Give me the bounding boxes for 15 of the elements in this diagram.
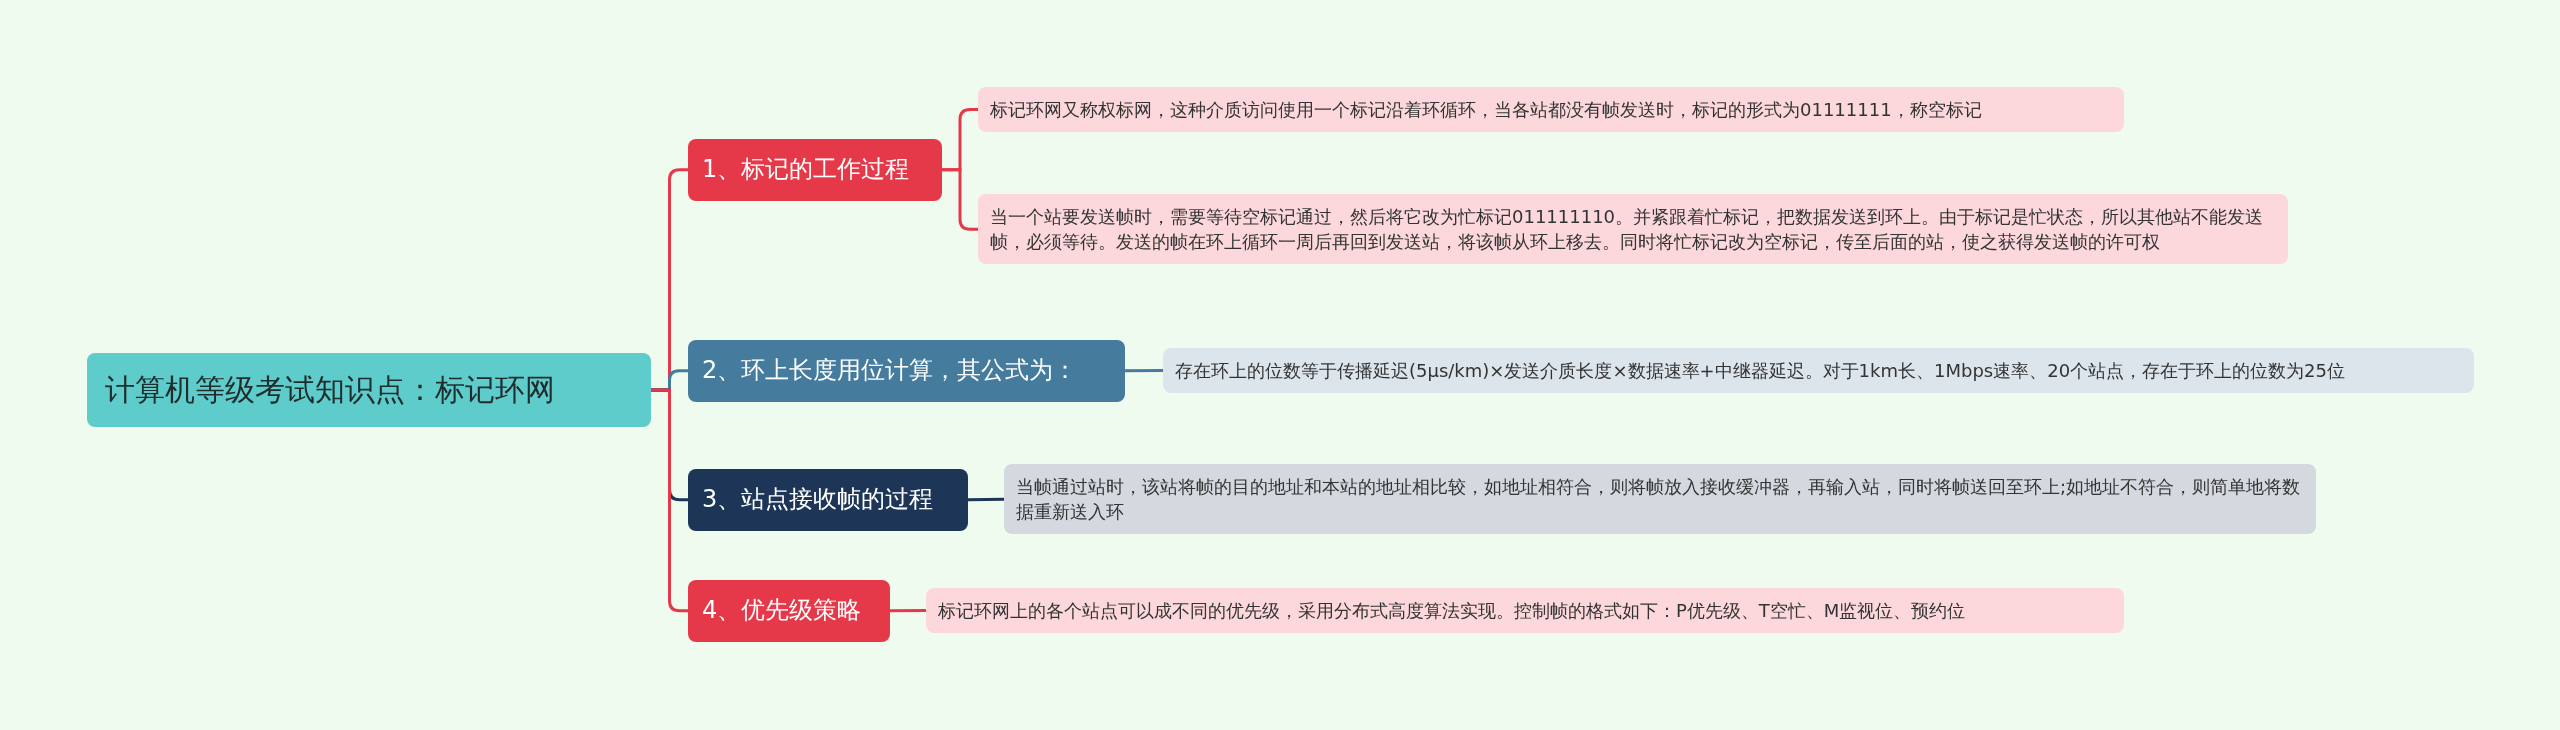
branch-topic: 1、标记的工作过程 bbox=[688, 139, 942, 201]
detail-note: 存在环上的位数等于传播延迟(5μs/km)×发送介质长度×数据速率+中继器延迟。对于1km长、1Mbps速率、20个站点，存在于环上的位数为25位 bbox=[1163, 348, 2474, 394]
branch-topic: 2、环上长度用位计算，其公式为： bbox=[688, 340, 1125, 402]
detail-note: 当帧通过站时，该站将帧的目的地址和本站的地址相比较，如地址相符合，则将帧放入接收缓冲器，再输入站，同时将帧送回至环上;如地址不符合，则简单地将数据重新送入环 bbox=[1004, 464, 2316, 535]
central-topic: 计算机等级考试知识点：标记环网 bbox=[87, 353, 651, 427]
connector-line bbox=[942, 168, 978, 231]
detail-note: 标记环网又称权标网，这种介质访问使用一个标记沿着环循环，当各站都没有帧发送时，标记的形式为01111111，称空标记 bbox=[978, 87, 2124, 133]
detail-note: 标记环网上的各个站点可以成不同的优先级，采用分布式高度算法实现。控制帧的格式如下：P优先级、T空忙、M监视位、预约位 bbox=[926, 588, 2124, 634]
branch-topic: 3、站点接收帧的过程 bbox=[688, 469, 968, 531]
branch-topic: 4、优先级策略 bbox=[688, 580, 890, 642]
connector-line bbox=[967, 497, 1005, 502]
connector-line bbox=[1125, 369, 1163, 373]
connector-line bbox=[890, 609, 926, 613]
connector-line bbox=[651, 388, 688, 613]
detail-note: 当一个站要发送帧时，需要等待空标记通过，然后将它改为忙标记011111110。并紧跟着忙标记，把数据发送到环上。由于标记是忙状态，所以其他站不能发送帧，必须等待。发送的帧在环上循环一周后再回到发送站，将该帧从环上移去。同时将忙标记改为空标记，传至后面的站，使之获得发送帧的许可权 bbox=[978, 194, 2288, 265]
